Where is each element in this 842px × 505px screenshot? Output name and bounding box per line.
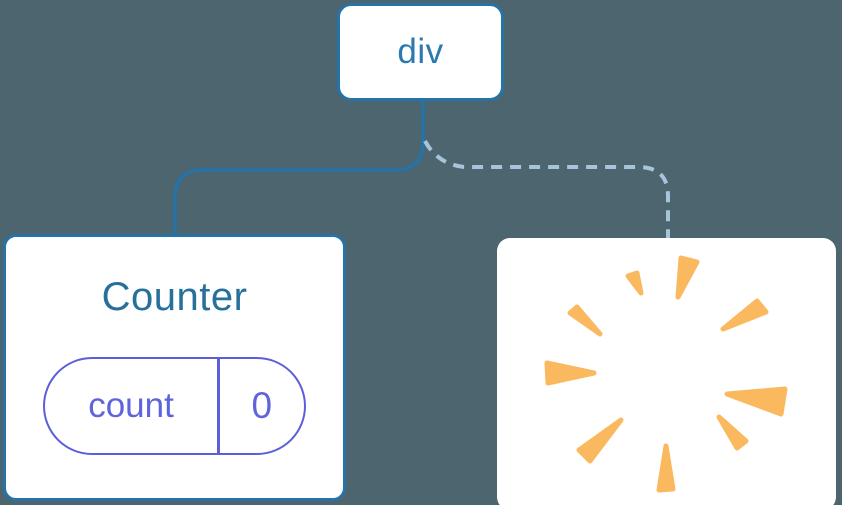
counter-title: Counter bbox=[101, 275, 248, 319]
pill-divider bbox=[217, 359, 220, 453]
counter-card: Counter count 0 bbox=[3, 234, 346, 501]
poof-burst-icon bbox=[544, 255, 788, 493]
state-name: count bbox=[88, 386, 174, 425]
connector-root-to-counter bbox=[173, 98, 425, 237]
connector-root-to-removed bbox=[423, 140, 670, 238]
removed-card bbox=[497, 238, 836, 505]
state-pill: count 0 bbox=[43, 357, 306, 455]
state-value: 0 bbox=[251, 385, 273, 426]
root-node-div: div bbox=[337, 3, 504, 101]
root-node-label: div bbox=[397, 32, 444, 71]
